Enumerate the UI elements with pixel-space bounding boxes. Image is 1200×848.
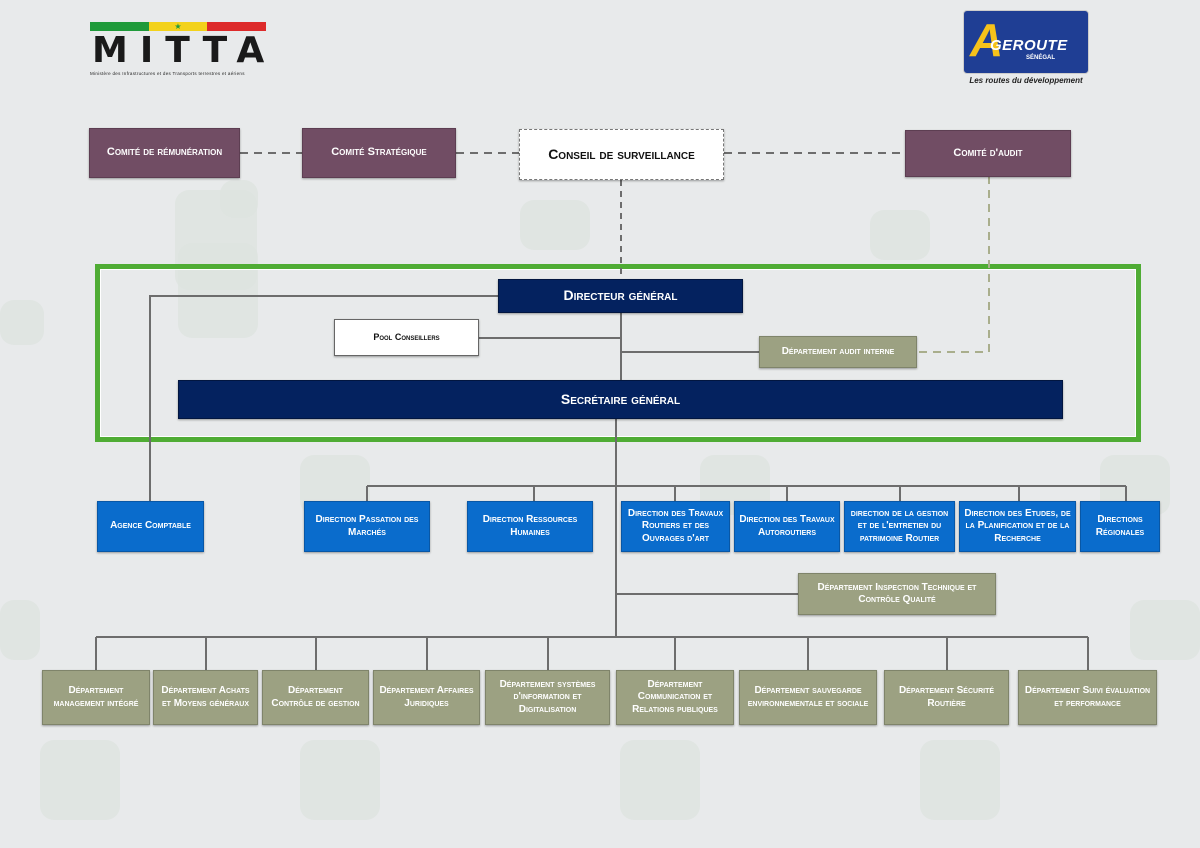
department-box[interactable]: Département Affaires Juridiques (373, 670, 480, 725)
department-label: Département sauvegarde environnementale … (747, 685, 869, 709)
department-label: Département Sécurité Routière (898, 685, 995, 709)
director-general-label: Directeur général (563, 287, 678, 304)
ageroute-badge: A GEROUTE SÉNÉGAL (963, 10, 1089, 74)
secretary-general[interactable]: Secrétaire général (178, 380, 1063, 419)
direction-label: Direction des Travaux Autoroutiers (739, 514, 835, 538)
secretary-general-label: Secrétaire général (560, 390, 681, 407)
ageroute-logo: A GEROUTE SÉNÉGAL Les routes du développ… (963, 10, 1089, 85)
department-label: Département Contrôle de gestion (271, 685, 360, 709)
direction-box[interactable]: Direction Ressources Humaines (467, 501, 593, 552)
direction-box[interactable]: Agence Comptable (97, 501, 204, 552)
direction-label: Directions Régionales (1095, 514, 1145, 538)
department-label: Département Suivi évaluation et performa… (1024, 685, 1151, 709)
department-box[interactable]: Département Suivi évaluation et performa… (1018, 670, 1157, 725)
direction-box[interactable]: Directions Régionales (1080, 501, 1160, 552)
mitta-subtitle: Ministère des Infrastructures et des Tra… (90, 71, 245, 76)
line-dg-agency (149, 295, 498, 501)
direction-box[interactable]: Direction des Travaux Autoroutiers (734, 501, 840, 552)
supervisory-council-label: Conseil de surveillance (548, 145, 695, 162)
supervisory-council[interactable]: Conseil de surveillance (519, 129, 724, 180)
internal-audit-label: Département audit interne (781, 345, 895, 357)
committee-audit[interactable]: Comité d'audit (905, 130, 1071, 177)
direction-label: Direction des Etudes, de la Planificatio… (964, 507, 1071, 544)
inspection-department[interactable]: Département Inspection Technique et Cont… (798, 573, 996, 615)
committee-strategic-label: Comité Stratégique (331, 146, 427, 159)
direction-label: direction de la gestion et de l'entretie… (850, 507, 949, 544)
direction-label: Direction des Travaux Routiers et des Ou… (627, 507, 724, 544)
advisors-pool-label: Pool Conseillers (373, 331, 440, 342)
advisors-pool[interactable]: Pool Conseillers (334, 319, 479, 356)
internal-audit-department[interactable]: Département audit interne (759, 336, 917, 368)
department-label: Département Affaires Juridiques (379, 685, 474, 709)
department-label: Département Communication et Relations p… (632, 678, 718, 715)
committee-strategic[interactable]: Comité Stratégique (302, 128, 456, 178)
ageroute-tagline: Les routes du développement (969, 76, 1083, 85)
mitta-wordmark: MITTA (92, 30, 277, 71)
department-box[interactable]: Département management intégré (42, 670, 150, 725)
direction-label: Agence Comptable (110, 520, 191, 532)
direction-box[interactable]: Direction des Travaux Routiers et des Ou… (621, 501, 730, 552)
direction-box[interactable]: Direction des Etudes, de la Planificatio… (959, 501, 1076, 552)
department-label: Département Achats et Moyens généraux (161, 685, 250, 709)
mitta-logo: ★ MITTA Ministère des Infrastructures et… (90, 22, 277, 76)
executive-frame (95, 264, 1141, 442)
department-label: Département management intégré (53, 685, 139, 709)
department-box[interactable]: Département systèmes d'information et Di… (485, 670, 610, 725)
inspection-department-label: Département Inspection Technique et Cont… (817, 581, 977, 606)
direction-label: Direction Ressources Humaines (482, 514, 578, 538)
department-box[interactable]: Département sauvegarde environnementale … (739, 670, 877, 725)
ageroute-wordmark: GEROUTE (990, 37, 1068, 54)
committee-audit-label: Comité d'audit (953, 146, 1023, 159)
dash-audit-internal (917, 176, 990, 353)
ageroute-a-star-icon: A (970, 14, 1004, 66)
direction-box[interactable]: direction de la gestion et de l'entretie… (844, 501, 955, 552)
department-box[interactable]: Département Contrôle de gestion (262, 670, 369, 725)
department-box[interactable]: Département Communication et Relations p… (616, 670, 734, 725)
ageroute-country: SÉNÉGAL (1026, 55, 1056, 61)
senegal-flag-icon: ★ (90, 22, 267, 31)
direction-label: Direction Passation des Marchés (315, 514, 419, 538)
committee-remuneration-label: Comité de rémunération (106, 146, 223, 159)
director-general[interactable]: Directeur général (498, 279, 743, 313)
department-box[interactable]: Département Sécurité Routière (884, 670, 1009, 725)
direction-box[interactable]: Direction Passation des Marchés (304, 501, 430, 552)
department-label: Département systèmes d'information et Di… (499, 678, 596, 715)
department-box[interactable]: Département Achats et Moyens généraux (153, 670, 258, 725)
committee-remuneration[interactable]: Comité de rémunération (89, 128, 240, 178)
